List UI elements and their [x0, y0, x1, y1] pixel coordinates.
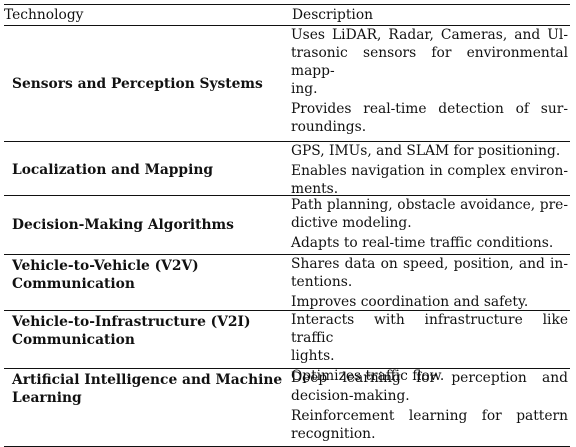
description-line: Optimizes traffic flow.	[291, 368, 445, 384]
technology-table: Technology Description Sensors and Perce…	[4, 4, 570, 447]
description-line: Adapts to real-time traffic conditions.	[291, 235, 554, 251]
description-line: tentions.	[291, 274, 353, 290]
description-line: decision-making.	[291, 388, 410, 404]
table-row: Vehicle-to-Infrastructure (V2I) Communica…	[4, 311, 570, 384]
description-paragraph: Provides real-time detection of sur-roun…	[291, 100, 568, 136]
technology-label-line: Learning	[12, 390, 82, 406]
description-line: ments.	[291, 181, 339, 197]
description-line: recognition.	[291, 426, 376, 442]
technology-label-line: Communication	[12, 332, 135, 348]
table-row: Sensors and Perception Systems Uses LiDAR…	[4, 26, 570, 142]
table-row: Vehicle-to-Vehicle (V2V) Communication Sha…	[4, 255, 570, 311]
description-line: Enables navigation in complex environ-	[291, 163, 568, 179]
description-paragraph: GPS, IMUs, and SLAM for positioning.	[291, 142, 568, 160]
table-body: Sensors and Perception Systems Uses LiDAR…	[4, 26, 570, 446]
description-line: Reinforcement learning for pattern	[291, 408, 568, 424]
description-paragraph: Enables navigation in complex environ-me…	[291, 162, 568, 198]
description-paragraph: Improves coordination and safety.	[291, 293, 568, 311]
header-description: Description	[292, 7, 374, 23]
description-line: Improves coordination and safety.	[291, 294, 529, 310]
technology-cell: Sensors and Perception Systems	[4, 26, 291, 141]
technology-label-line: Artificial Intelligence and Machine	[12, 372, 283, 388]
description-paragraph: Uses LiDAR, Radar, Cameras, and Ul-traso…	[291, 26, 568, 98]
description-line: Provides real-time detection of sur-	[291, 101, 568, 117]
technology-label-line: Decision-Making Algorithms	[12, 217, 234, 233]
description-line: GPS, IMUs, and SLAM for positioning.	[291, 143, 561, 159]
technology-cell: Localization and Mapping	[4, 142, 291, 198]
description-cell: Deep learning for perception and decision…	[291, 369, 570, 446]
description-paragraph: Adapts to real-time traffic conditions.	[291, 234, 568, 252]
description-line: dictive modeling.	[291, 215, 412, 231]
technology-label-line: Localization and Mapping	[12, 162, 213, 178]
technology-label-line: Sensors and Perception Systems	[12, 75, 263, 92]
table-header-row: Technology Description	[4, 5, 570, 26]
description-cell: Shares data on speed, position, and in-t…	[291, 255, 570, 311]
description-line: Path planning, obstacle avoidance, pre-	[291, 197, 568, 213]
description-line: Interacts with infrastructure like traff…	[291, 312, 568, 346]
description-cell: Path planning, obstacle avoidance, pre-d…	[291, 196, 570, 254]
table-row: Decision-Making Algorithms Path planning,…	[4, 196, 570, 255]
technology-cell: Vehicle-to-Infrastructure (V2I) Communica…	[4, 311, 291, 385]
technology-cell: Decision-Making Algorithms	[4, 196, 291, 254]
description-line: Shares data on speed, position, and in-	[291, 256, 568, 272]
description-cell: Uses LiDAR, Radar, Cameras, and Ul-traso…	[291, 26, 570, 141]
description-line: Uses LiDAR, Radar, Cameras, and Ul-	[291, 27, 568, 43]
technology-label-line: Communication	[12, 276, 135, 292]
header-technology: Technology	[4, 7, 84, 23]
table-row: Localization and Mapping GPS, IMUs, and S…	[4, 142, 570, 198]
description-paragraph: Reinforcement learning for pattern recogn…	[291, 407, 568, 443]
description-paragraph: Path planning, obstacle avoidance, pre-d…	[291, 196, 568, 232]
description-line: Deep learning for perception and	[291, 370, 568, 386]
description-cell: Interacts with infrastructure like traff…	[291, 311, 570, 385]
description-line: lights.	[291, 348, 335, 364]
description-paragraph: Optimizes traffic flow.	[291, 367, 568, 385]
description-line: ing.	[291, 81, 318, 97]
technology-cell: Vehicle-to-Vehicle (V2V) Communication	[4, 255, 291, 311]
description-line: roundings.	[291, 119, 367, 135]
technology-label-line: Vehicle-to-Infrastructure (V2I)	[12, 314, 251, 330]
description-paragraph: Interacts with infrastructure like traff…	[291, 311, 568, 365]
technology-label-line: Vehicle-to-Vehicle (V2V)	[12, 258, 199, 274]
description-paragraph: Deep learning for perception and decision…	[291, 369, 568, 405]
description-paragraph: Shares data on speed, position, and in-t…	[291, 255, 568, 291]
description-line: trasonic sensors for environmental mapp-	[291, 45, 568, 79]
description-cell: GPS, IMUs, and SLAM for positioning. Enab…	[291, 142, 570, 198]
